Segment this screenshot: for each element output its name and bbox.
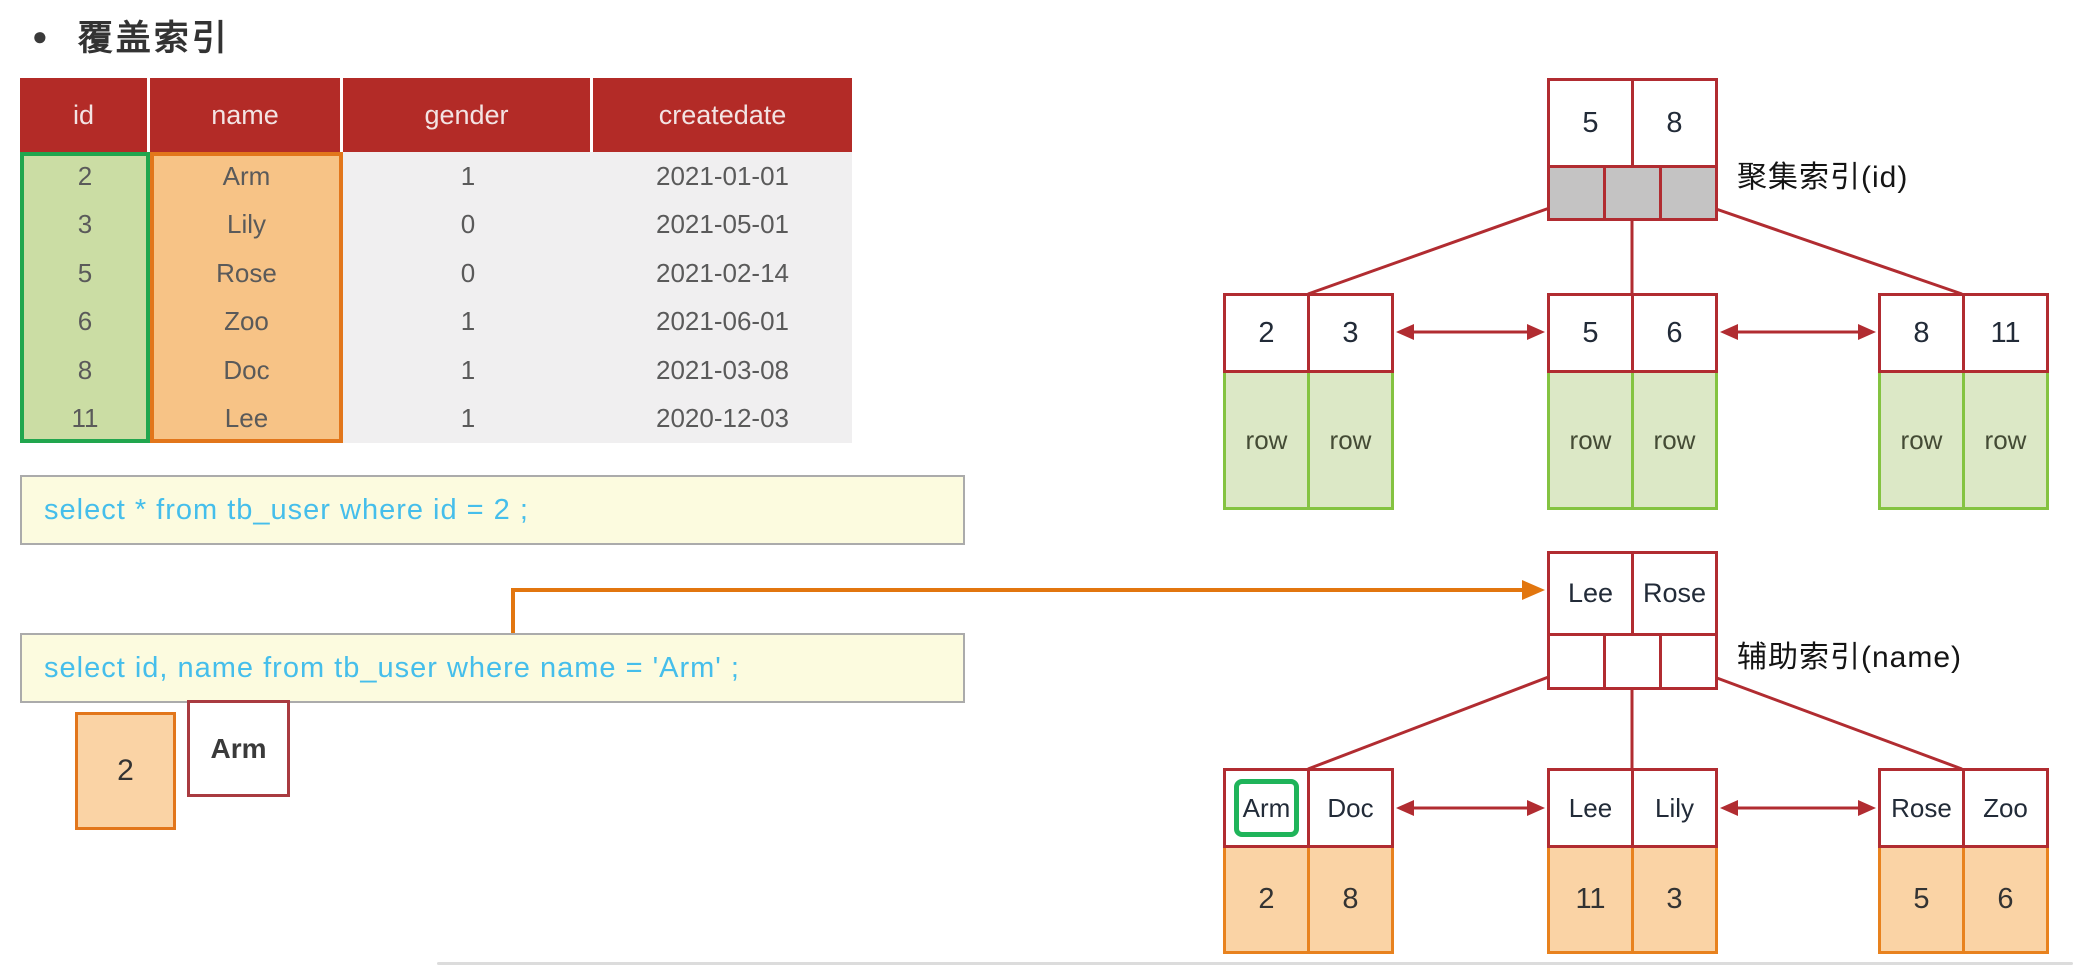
leaf-value-cell: 11: [1547, 845, 1634, 954]
user-table: id name gender createdate 2 Arm 1 2021-0…: [20, 78, 852, 443]
clustered-root-pointer-cell: [1603, 165, 1662, 221]
leaf-row-cell: row: [1547, 370, 1634, 510]
table-cell: 2: [20, 152, 150, 201]
slide-edge-shadow: [437, 962, 2073, 965]
leaf-row-cell: row: [1962, 370, 2049, 510]
table-cell: 1: [343, 394, 593, 443]
table-cell: 2021-06-01: [593, 297, 852, 346]
secondary-leaf-link-arrow-2: [1720, 800, 1876, 816]
table-cell: Lily: [150, 200, 343, 249]
table-cell: 2021-01-01: [593, 152, 852, 201]
leaf-key-cell: 3: [1307, 293, 1394, 373]
secondary-root-pointer-cell: [1659, 633, 1718, 690]
sql-query-2-text: select id, name from tb_user where name …: [44, 651, 740, 684]
result-name-box: Arm: [187, 700, 290, 797]
leaf-value-cell: 8: [1307, 845, 1394, 954]
secondary-root-key: Lee: [1547, 551, 1634, 636]
clustered-root-key: 8: [1631, 78, 1718, 168]
column-header-createdate: createdate: [593, 78, 852, 152]
leaf-value-cell: 3: [1631, 845, 1718, 954]
clustered-index-root: 5 8: [1547, 78, 1718, 168]
table-cell: 2021-05-01: [593, 200, 852, 249]
table-cell: Doc: [150, 346, 343, 395]
table-cell: 1: [343, 346, 593, 395]
leaf-key-text: Arm: [1242, 792, 1291, 823]
table-cell: 5: [20, 249, 150, 298]
secondary-root-to-leaf1-line: [1307, 666, 1573, 771]
clustered-leaf-link-arrow-1: [1396, 324, 1545, 340]
leaf-value-cell: 5: [1878, 845, 1965, 954]
secondary-leaf-3: Rose Zoo 5 6: [1878, 768, 2049, 954]
table-cell: 2021-02-14: [593, 249, 852, 298]
clustered-root-to-leaf1-line: [1307, 198, 1573, 296]
leaf-row-cell: row: [1878, 370, 1965, 510]
leaf-row-cell: row: [1223, 370, 1310, 510]
bullet-icon: ●: [32, 20, 48, 51]
column-header-gender: gender: [343, 78, 593, 152]
table-cell: 1: [343, 297, 593, 346]
leaf-key-cell: 5: [1547, 293, 1634, 373]
clustered-index-label: 聚集索引(id): [1737, 161, 1909, 194]
secondary-root-key: Rose: [1631, 551, 1718, 636]
secondary-root-pointer-cell: [1547, 633, 1606, 690]
result-id-box: 2: [75, 712, 176, 830]
secondary-leaf-link-arrow-1: [1396, 800, 1545, 816]
leaf-key-cell: Lily: [1631, 768, 1718, 848]
table-cell: 2021-03-08: [593, 346, 852, 395]
clustered-leaf-2: 5 6 row row: [1547, 293, 1718, 510]
clustered-root-to-leaf3-line: [1689, 198, 1963, 296]
sql-query-1-text: select * from tb_user where id = 2 ;: [44, 493, 529, 526]
clustered-leaf-3: 8 11 row row: [1878, 293, 2049, 510]
leaf-key-cell: Lee: [1547, 768, 1634, 848]
table-cell: 2020-12-03: [593, 394, 852, 443]
table-cell: 8: [20, 346, 150, 395]
page-title: 覆盖索引: [77, 19, 230, 58]
table-cell: 11: [20, 394, 150, 443]
leaf-key-cell: 11: [1962, 293, 2049, 373]
clustered-leaf-link-arrow-2: [1720, 324, 1876, 340]
leaf-row-cell: row: [1307, 370, 1394, 510]
secondary-leaf-2: Lee Lily 11 3: [1547, 768, 1718, 954]
clustered-leaf-1: 2 3 row row: [1223, 293, 1394, 510]
table-cell: 6: [20, 297, 150, 346]
sql-query-2-box: select id, name from tb_user where name …: [20, 633, 965, 703]
table-cell: Rose: [150, 249, 343, 298]
slide-title-row: ● 覆盖索引: [32, 10, 230, 61]
leaf-key-cell: Zoo: [1962, 768, 2049, 848]
secondary-root-pointer-cell: [1603, 633, 1662, 690]
secondary-root-pointer-row: [1547, 633, 1718, 690]
secondary-root-to-leaf3-line: [1689, 666, 1963, 771]
leaf-key-cell: 6: [1631, 293, 1718, 373]
secondary-index-label: 辅助索引(name): [1737, 641, 1963, 674]
leaf-key-cell: Doc: [1307, 768, 1394, 848]
table-cell: Zoo: [150, 297, 343, 346]
leaf-key-cell: Rose: [1878, 768, 1965, 848]
leaf-key-cell-highlighted: Arm: [1223, 768, 1310, 848]
table-cell: 3: [20, 200, 150, 249]
leaf-key-cell: 2: [1223, 293, 1310, 373]
table-cell: Lee: [150, 394, 343, 443]
secondary-index-root: Lee Rose: [1547, 551, 1718, 636]
clustered-root-pointer-cell: [1547, 165, 1606, 221]
column-header-id: id: [20, 78, 150, 152]
clustered-root-key: 5: [1547, 78, 1634, 168]
table-cell: Arm: [150, 152, 343, 201]
clustered-root-pointer-cell: [1659, 165, 1718, 221]
leaf-row-cell: row: [1631, 370, 1718, 510]
table-cell: 0: [343, 200, 593, 249]
query-to-index-arrow: [511, 580, 1545, 633]
table-cell: 0: [343, 249, 593, 298]
secondary-leaf-1: Arm Doc 2 8: [1223, 768, 1394, 954]
leaf-value-cell: 2: [1223, 845, 1310, 954]
sql-query-1-box: select * from tb_user where id = 2 ;: [20, 475, 965, 545]
column-header-name: name: [150, 78, 343, 152]
table-cell: 1: [343, 152, 593, 201]
leaf-key-cell: 8: [1878, 293, 1965, 373]
leaf-value-cell: 6: [1962, 845, 2049, 954]
clustered-root-pointer-row: [1547, 165, 1718, 221]
